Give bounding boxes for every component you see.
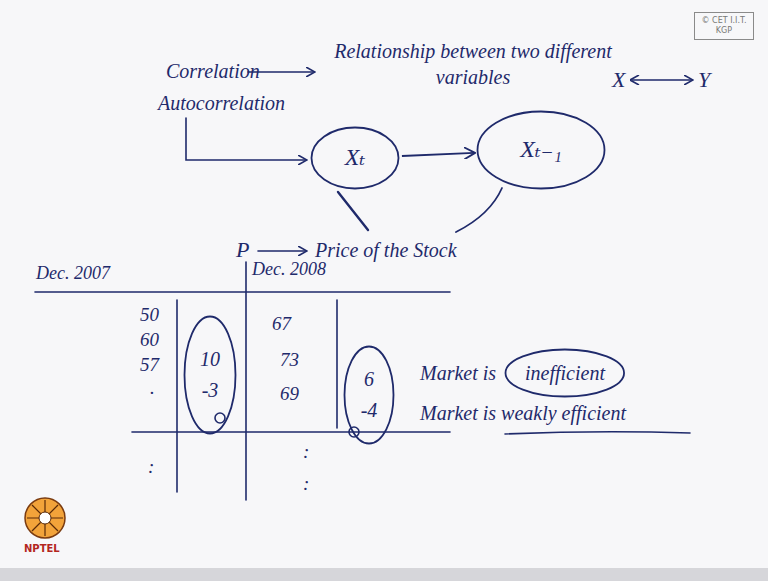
table-rule	[336, 300, 338, 428]
variable-name: P	[236, 236, 249, 265]
table-cell: :	[148, 455, 154, 480]
outline-shape	[345, 347, 394, 444]
node-text: inefficient	[525, 362, 605, 385]
table-cell: :	[303, 472, 309, 497]
table-cell: 67	[272, 312, 291, 337]
table-cell: 57	[140, 353, 159, 378]
table-cell: 50	[140, 303, 159, 328]
node-text: -4	[361, 399, 378, 422]
column-heading: Dec. 2007	[36, 262, 110, 285]
outline-shape	[695, 13, 754, 40]
difference-oval: 6-4	[343, 345, 395, 445]
table-rule	[245, 262, 247, 500]
leader-line	[338, 192, 368, 230]
node-outline	[183, 315, 237, 435]
connector-arrow	[402, 153, 474, 156]
definition: Price of the Stock	[315, 237, 457, 263]
node-text: 6	[364, 368, 374, 391]
node-text: Xₜ₋₁	[520, 136, 562, 164]
circled-word: inefficient	[504, 348, 626, 398]
table-cell: 69	[280, 382, 299, 407]
node-outline	[343, 345, 395, 445]
term: Autocorrelation	[158, 90, 285, 116]
logo-text: NPTEL	[24, 542, 60, 555]
bottom-band	[0, 568, 768, 581]
table-rule	[132, 431, 450, 433]
table-rule	[176, 300, 178, 492]
table-cell: 60	[140, 328, 159, 353]
term: Correlation	[166, 58, 260, 84]
variable-circle: Xₜ	[310, 126, 400, 190]
copyright-stamp: © CET I.I.T. KGP	[694, 12, 754, 40]
table-cell: 73	[280, 348, 299, 373]
note: Market is	[420, 360, 496, 386]
xy-double-arrow	[632, 79, 692, 81]
small-circle	[215, 413, 225, 423]
node-text: © CET I.I.T. KGP	[698, 16, 750, 36]
outline-shape	[478, 112, 605, 189]
table-rule	[35, 291, 450, 293]
table-cell: .	[150, 376, 155, 401]
node-text: 10	[200, 348, 220, 371]
variable-name: X	[612, 66, 625, 95]
definition: Relationship between two different varia…	[318, 38, 628, 90]
variable-name: Y	[698, 66, 710, 95]
variable-circle: Xₜ₋₁	[476, 110, 606, 190]
node-text: -3	[202, 379, 219, 402]
leader-line	[456, 188, 502, 232]
node-text: Xₜ	[345, 144, 366, 172]
difference-oval: 10-3	[183, 315, 237, 435]
underline	[505, 432, 690, 434]
nptel-logo	[25, 498, 65, 538]
note: Market is weakly efficient	[420, 400, 626, 426]
column-heading: Dec. 2008	[252, 258, 326, 281]
autocorrelation-arrow	[186, 118, 306, 160]
outline-shape	[312, 128, 399, 189]
p-arrow	[258, 250, 306, 252]
outline-shape	[185, 317, 236, 434]
table-cell: :	[303, 440, 309, 465]
outline-shape	[506, 350, 625, 397]
